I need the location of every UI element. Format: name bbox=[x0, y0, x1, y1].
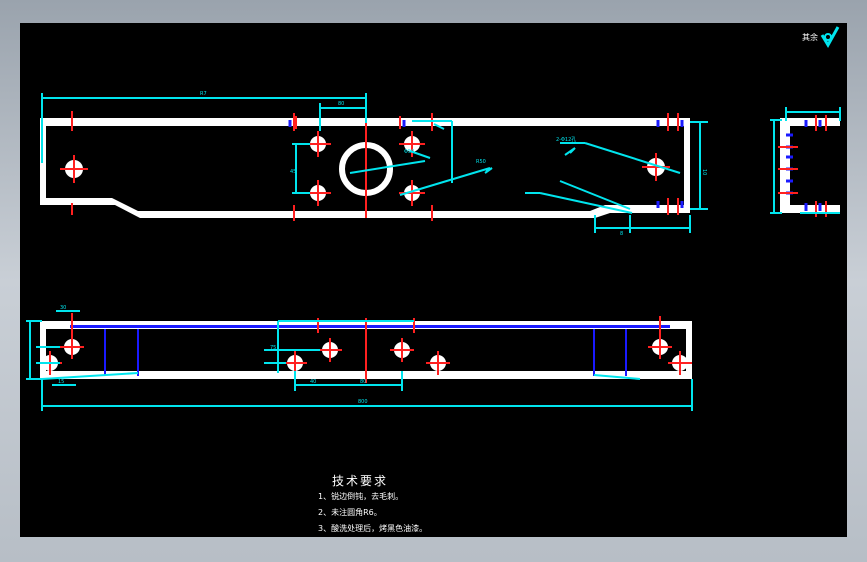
dim-front-overall: 800 bbox=[358, 399, 368, 405]
tech-requirements-title: 技术要求 bbox=[332, 474, 389, 488]
dim-top-radius: R50 bbox=[476, 159, 486, 165]
dimensions-top bbox=[41, 93, 708, 233]
dim-front-mid: 80 bbox=[360, 379, 366, 385]
dimension-labels-front: 800 80 40 30 15 75 bbox=[58, 305, 368, 405]
side-view bbox=[770, 107, 841, 217]
tech-requirement-item: 1、锐边倒钝，去毛刺。 bbox=[318, 492, 404, 501]
hidden-lines-front bbox=[104, 329, 627, 376]
hidden-lines-top bbox=[288, 120, 684, 208]
dim-front-pitch: 75 bbox=[270, 345, 276, 351]
dim-front-left: 40 bbox=[310, 379, 316, 385]
cad-viewport: R7 80 45 2-Φ12孔 R50 Φ50 10 8 bbox=[20, 23, 847, 537]
cad-drawing: R7 80 45 2-Φ12孔 R50 Φ50 10 8 bbox=[26, 26, 841, 411]
roughness-check-icon bbox=[820, 26, 840, 48]
dimension-labels-top: R7 80 45 2-Φ12孔 R50 Φ50 10 8 bbox=[200, 91, 707, 237]
dim-front-bottom: 15 bbox=[58, 379, 64, 385]
tech-requirement-item: 3、酸洗处理后，烤黑色油漆。 bbox=[318, 524, 428, 533]
centerlines-top bbox=[60, 99, 679, 221]
dimensions-front bbox=[26, 310, 693, 411]
tech-requirement-item: 2、未注圆角R6。 bbox=[318, 508, 382, 517]
top-view: R7 80 45 2-Φ12孔 R50 Φ50 10 8 bbox=[40, 91, 708, 237]
centerlines-side bbox=[778, 115, 827, 217]
dimensions-side bbox=[770, 107, 841, 214]
dim-top-hole-pitch: 45 bbox=[290, 169, 296, 175]
dim-top-offset: 8 bbox=[620, 231, 623, 237]
dim-top-bore: Φ50 bbox=[404, 149, 414, 155]
dim-front-top: 30 bbox=[60, 305, 66, 311]
dim-top-note-holes: 2-Φ12孔 bbox=[556, 136, 576, 143]
hidden-lines-side bbox=[786, 120, 822, 211]
side-view-outline bbox=[780, 118, 840, 213]
dim-top-overall: R7 bbox=[200, 91, 207, 97]
dim-top-height: 10 bbox=[701, 169, 707, 175]
hidden-band bbox=[70, 325, 670, 328]
front-view: 800 80 40 30 15 75 bbox=[26, 305, 693, 411]
roughness-note: 其余 bbox=[802, 33, 818, 42]
dim-top-hole-span: 80 bbox=[338, 101, 344, 107]
